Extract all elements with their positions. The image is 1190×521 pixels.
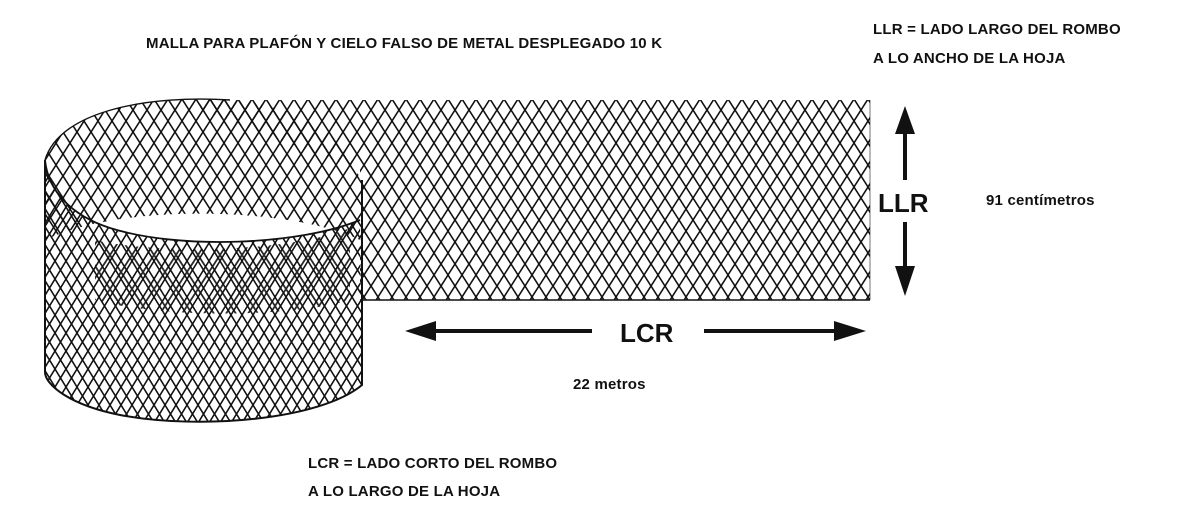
- page-title: MALLA PARA PLAFÓN Y CIELO FALSO DE METAL…: [146, 35, 663, 52]
- flat-mesh-sheet: [200, 100, 870, 300]
- llr-definition-line-2: A LO ANCHO DE LA HOJA: [873, 50, 1066, 67]
- mesh-roll-overlap: [95, 228, 350, 314]
- width-value: 91 centímetros: [986, 192, 1095, 209]
- vertical-dimension-arrow: [895, 106, 915, 296]
- lcr-definition-line-1: LCR = LADO CORTO DEL ROMBO: [308, 455, 558, 472]
- length-value: 22 metros: [573, 376, 646, 393]
- lcr-dimension-label: LCR: [620, 318, 674, 348]
- horizontal-dimension-arrow: [405, 321, 866, 341]
- mesh-roll-inner: [45, 99, 360, 240]
- llr-dimension-label: LLR: [878, 188, 929, 218]
- llr-definition-line-1: LLR = LADO LARGO DEL ROMBO: [873, 21, 1121, 38]
- lcr-definition-line-2: A LO LARGO DE LA HOJA: [308, 483, 501, 500]
